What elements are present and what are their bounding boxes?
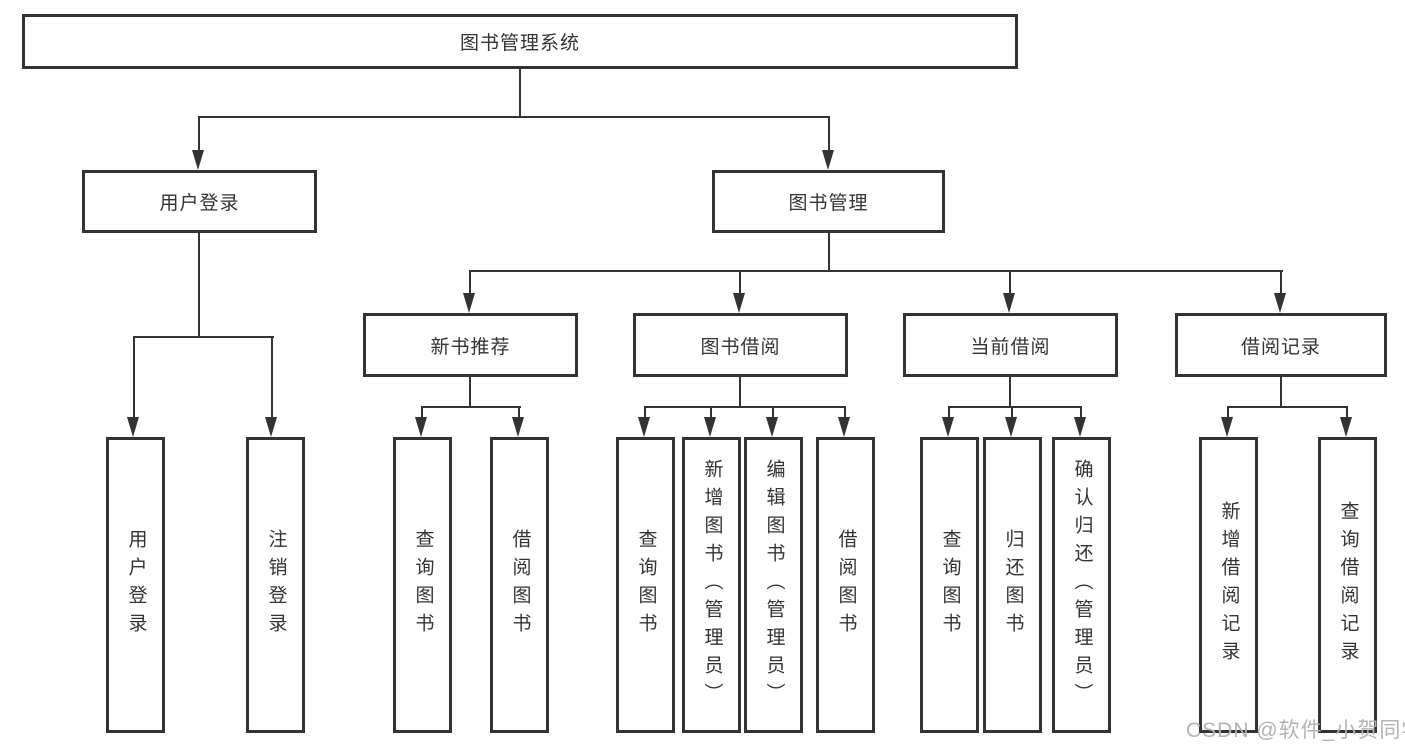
leaf-query-book-1-box: 查询图书 bbox=[393, 437, 452, 733]
connector-line bbox=[710, 406, 712, 420]
down-arrow-icon bbox=[1274, 293, 1286, 313]
branch-user-login-label: 用户登录 bbox=[159, 193, 240, 214]
root-node-label: 图书管理系统 bbox=[459, 33, 580, 54]
leaf-return-book-box: 归还图书 bbox=[983, 437, 1042, 733]
connector-line bbox=[644, 406, 646, 420]
down-arrow-icon bbox=[265, 417, 277, 437]
connector-line bbox=[1011, 406, 1013, 420]
connector-line bbox=[469, 270, 1283, 272]
down-arrow-icon bbox=[766, 417, 778, 437]
down-arrow-icon bbox=[638, 417, 650, 437]
connector-line bbox=[1280, 377, 1282, 408]
connector-line bbox=[844, 406, 846, 420]
connector-line bbox=[518, 406, 520, 420]
leaf-logout-label: 注销登录 bbox=[265, 529, 287, 641]
leaf-query-book-2-box: 查询图书 bbox=[616, 437, 675, 733]
group-borrow-record-box: 借阅记录 bbox=[1175, 313, 1387, 377]
connector-line bbox=[828, 233, 830, 272]
leaf-add-book-admin-label: 新增图书（管理员） bbox=[701, 459, 723, 711]
down-arrow-icon bbox=[942, 417, 954, 437]
leaf-query-book-3-label: 查询图书 bbox=[939, 529, 961, 641]
leaf-query-book-2-label: 查询图书 bbox=[635, 529, 657, 641]
group-borrow-record-label: 借阅记录 bbox=[1240, 336, 1321, 358]
connector-line bbox=[739, 270, 741, 295]
leaf-borrow-book-2-label: 借阅图书 bbox=[835, 529, 857, 641]
down-arrow-icon bbox=[1003, 293, 1015, 313]
down-arrow-icon bbox=[838, 417, 850, 437]
connector-line bbox=[1009, 377, 1011, 408]
group-current-borrow-box: 当前借阅 bbox=[903, 313, 1118, 377]
group-current-borrow-label: 当前借阅 bbox=[970, 336, 1051, 358]
group-book-borrow-label: 图书借阅 bbox=[700, 336, 781, 358]
down-arrow-icon bbox=[463, 293, 475, 313]
leaf-borrow-book-1-box: 借阅图书 bbox=[490, 437, 549, 733]
connector-line bbox=[739, 377, 741, 408]
connector-line bbox=[198, 116, 830, 118]
connector-line bbox=[133, 336, 274, 338]
group-new-book-recommend-label: 新书推荐 bbox=[430, 336, 511, 358]
connector-line bbox=[1080, 406, 1082, 420]
connector-line bbox=[644, 406, 846, 408]
down-arrow-icon bbox=[822, 150, 834, 170]
connector-line bbox=[772, 406, 774, 420]
leaf-confirm-return-admin-box: 确认归还（管理员） bbox=[1052, 437, 1111, 733]
connector-line bbox=[1227, 406, 1348, 408]
connector-line bbox=[948, 406, 1082, 408]
group-book-borrow-box: 图书借阅 bbox=[633, 313, 848, 377]
leaf-user-login-label: 用户登录 bbox=[125, 529, 147, 641]
down-arrow-icon bbox=[127, 417, 139, 437]
leaf-borrow-book-2-box: 借阅图书 bbox=[816, 437, 875, 733]
connector-line bbox=[1227, 406, 1229, 420]
root-node-box: 图书管理系统 bbox=[22, 14, 1018, 69]
connector-line bbox=[421, 406, 521, 408]
down-arrow-icon bbox=[415, 417, 427, 437]
down-arrow-icon bbox=[733, 293, 745, 313]
connector-line bbox=[421, 406, 423, 420]
leaf-add-borrow-record-label: 新增借阅记录 bbox=[1218, 501, 1240, 669]
leaf-query-borrow-record-box: 查询借阅记录 bbox=[1318, 437, 1377, 733]
down-arrow-icon bbox=[1221, 417, 1233, 437]
connector-line bbox=[948, 406, 950, 420]
branch-book-management-label: 图书管理 bbox=[788, 193, 869, 214]
leaf-edit-book-admin-label: 编辑图书（管理员） bbox=[763, 459, 785, 711]
leaf-query-borrow-record-label: 查询借阅记录 bbox=[1337, 501, 1359, 669]
down-arrow-icon bbox=[1074, 417, 1086, 437]
connector-line bbox=[198, 116, 200, 152]
csdn-watermark: CSDN @软件_小贺同学 bbox=[1186, 719, 1405, 742]
branch-book-management-box: 图书管理 bbox=[712, 170, 945, 233]
connector-line bbox=[1009, 270, 1011, 295]
down-arrow-icon bbox=[1340, 417, 1352, 437]
leaf-logout-box: 注销登录 bbox=[246, 437, 305, 733]
leaf-query-book-1-label: 查询图书 bbox=[412, 529, 434, 641]
connector-line bbox=[519, 69, 521, 118]
connector-line bbox=[469, 377, 471, 408]
leaf-confirm-return-admin-label: 确认归还（管理员） bbox=[1071, 459, 1093, 711]
leaf-add-book-admin-box: 新增图书（管理员） bbox=[682, 437, 741, 733]
connector-line bbox=[469, 270, 471, 295]
down-arrow-icon bbox=[512, 417, 524, 437]
branch-user-login-box: 用户登录 bbox=[82, 170, 317, 233]
down-arrow-icon bbox=[1005, 417, 1017, 437]
connector-line bbox=[271, 336, 273, 420]
group-new-book-recommend-box: 新书推荐 bbox=[363, 313, 578, 377]
connector-line bbox=[133, 336, 135, 420]
connector-line bbox=[1280, 270, 1282, 295]
connector-line bbox=[1346, 406, 1348, 420]
leaf-borrow-book-1-label: 借阅图书 bbox=[509, 529, 531, 641]
leaf-user-login-box: 用户登录 bbox=[106, 437, 165, 733]
leaf-edit-book-admin-box: 编辑图书（管理员） bbox=[744, 437, 803, 733]
leaf-add-borrow-record-box: 新增借阅记录 bbox=[1199, 437, 1258, 733]
leaf-return-book-label: 归还图书 bbox=[1002, 529, 1024, 641]
leaf-query-book-3-box: 查询图书 bbox=[920, 437, 979, 733]
down-arrow-icon bbox=[192, 150, 204, 170]
connector-line bbox=[828, 116, 830, 152]
down-arrow-icon bbox=[704, 417, 716, 437]
connector-line bbox=[198, 233, 200, 338]
